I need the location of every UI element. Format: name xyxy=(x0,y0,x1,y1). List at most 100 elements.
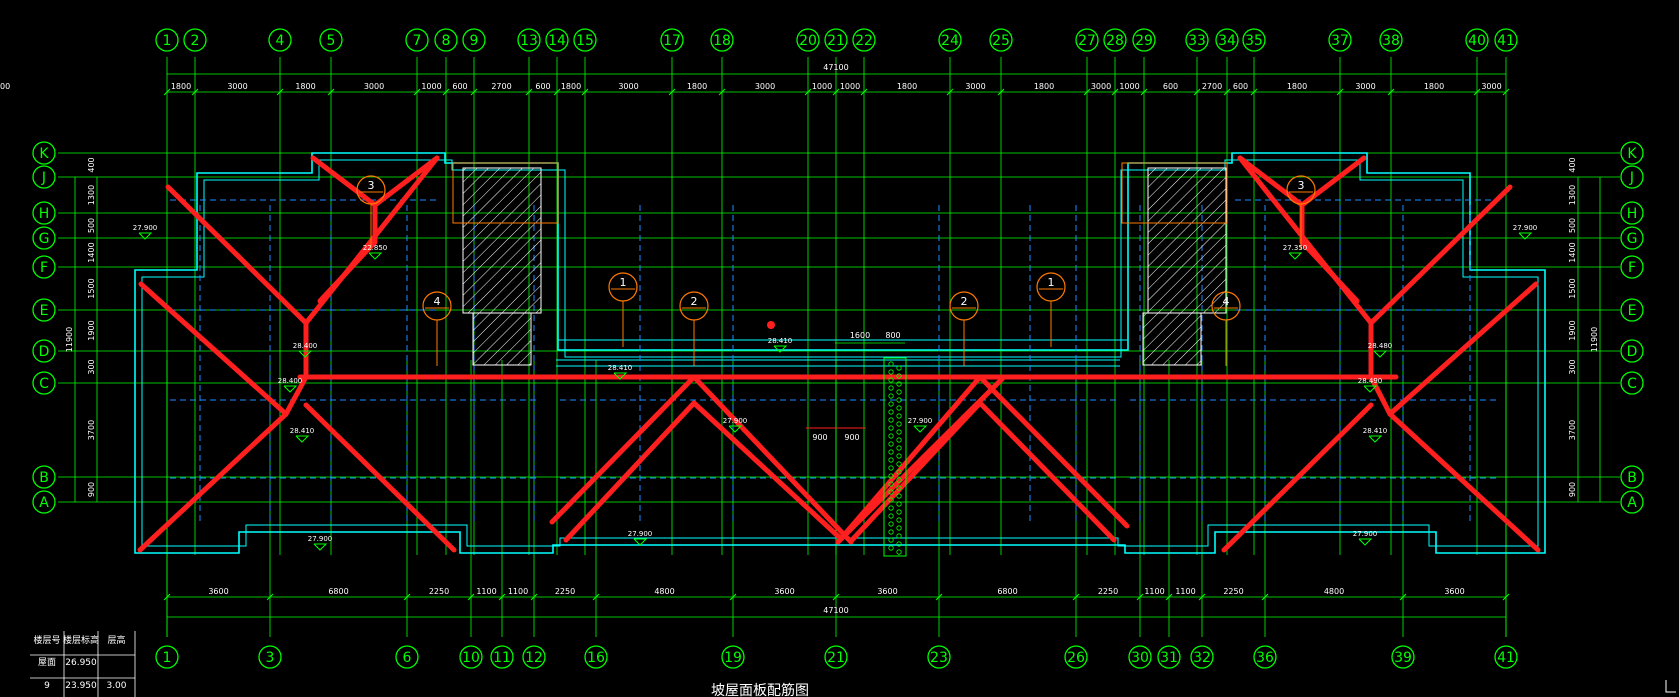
level-labels: 27.90022.85028.40027.90028.40027.90027.3… xyxy=(133,224,1538,551)
center-strip-dot xyxy=(896,501,902,507)
level-value: 27.900 xyxy=(133,224,158,232)
axis-bubble-right-F-circle xyxy=(1620,255,1644,279)
axis-bubble-top-5-circle xyxy=(319,28,343,52)
bottom-dim-tick-4 xyxy=(498,593,506,601)
axis-bubble-right-K-label: K xyxy=(1627,146,1637,162)
table-cell-0-1: 26.950 xyxy=(65,658,97,668)
axis-bubble-left-B: B xyxy=(32,465,56,489)
axis-bubble-left-K-label: K xyxy=(39,146,49,162)
section-mark-6: 2 xyxy=(679,291,709,366)
section-mark-1: 3 xyxy=(1286,175,1316,250)
top-dim-tick-15 xyxy=(946,88,954,96)
axis-bubble-top-25-circle xyxy=(989,28,1013,52)
axis-bubble-top-29: 29 xyxy=(1132,28,1156,52)
axis-bubble-top-14-label: 14 xyxy=(548,33,566,49)
axis-bubble-bottom-41-label: 41 xyxy=(1497,650,1515,666)
axis-bubble-top-17-circle xyxy=(660,28,684,52)
axis-bubble-top-18-circle xyxy=(710,28,734,52)
ridge-point xyxy=(767,321,775,329)
level-label-6: 27.350 xyxy=(1283,244,1307,260)
top-dim-tick-1 xyxy=(191,88,199,96)
axis-bubble-bottom-21-label: 21 xyxy=(827,650,845,666)
bottom-dim-label-4: 1100 xyxy=(508,587,528,596)
level-value: 27.900 xyxy=(1353,530,1378,538)
center-strip-dot xyxy=(888,537,894,543)
top-dim-label-12: 1000 xyxy=(812,82,832,91)
axis-bubble-bottom-6-label: 6 xyxy=(403,650,412,666)
ridge-line-31 xyxy=(1299,239,1360,304)
center-strip-dot xyxy=(888,457,894,463)
section-mark-4: 1 xyxy=(608,272,638,347)
axis-bubble-bottom-32-label: 32 xyxy=(1193,650,1211,666)
bottom-dim-tick-0 xyxy=(163,593,171,601)
axis-bubble-right-K-circle xyxy=(1620,141,1644,165)
top-overall-dim: 47100 xyxy=(823,63,848,72)
axis-bubble-top-40-circle xyxy=(1465,28,1489,52)
stair-block-1 xyxy=(472,312,532,366)
axis-bubble-right-G-label: G xyxy=(1627,231,1638,247)
table-cell-1-2: 3.00 xyxy=(106,681,126,691)
bottom-dim-tick-12 xyxy=(1165,593,1173,601)
left-dim-label-6: 300 xyxy=(87,359,96,374)
axis-bubble-bottom-1-label: 1 xyxy=(163,650,172,666)
bottom-dim-tick-6 xyxy=(592,593,600,601)
axis-bubble-top-15-circle xyxy=(573,28,597,52)
center-strip-dot xyxy=(896,525,902,531)
axis-bubble-bottom-3-label: 3 xyxy=(266,650,275,666)
axis-bubble-right-C-label: C xyxy=(1627,376,1637,392)
axis-bubble-top-1: 1 xyxy=(155,28,179,52)
level-value: 27.900 xyxy=(1513,224,1538,232)
level-value: 28.410 xyxy=(768,337,793,345)
level-label-14: 27.900 xyxy=(1353,530,1378,546)
table-header-1: 楼层标高 xyxy=(63,634,99,646)
axis-bubble-top-4: 4 xyxy=(268,28,292,52)
center-strip-dot xyxy=(896,461,902,467)
bottom-dim-label-1: 6800 xyxy=(328,587,348,596)
level-triangle xyxy=(613,372,628,380)
top-dim-tick-20 xyxy=(1193,88,1201,96)
top-dim-label-18: 1000 xyxy=(1119,82,1139,91)
section-mark-number: 4 xyxy=(434,295,441,308)
center-strip-dot xyxy=(888,385,894,391)
level-label-1: 22.850 xyxy=(363,244,387,260)
axis-bubble-right-D: D xyxy=(1620,339,1644,363)
center-strip-dot xyxy=(888,377,894,383)
section-mark-number: 3 xyxy=(368,179,375,192)
ridge-line-14 xyxy=(563,400,697,543)
top-dim-tick-9 xyxy=(581,88,589,96)
axis-bubble-bottom-30: 30 xyxy=(1128,645,1152,669)
axis-bubble-right-C: C xyxy=(1620,371,1644,395)
top-dim-label-17: 3000 xyxy=(1091,82,1111,91)
stair-block-2 xyxy=(1147,167,1227,314)
center-small-2: 900 xyxy=(844,433,859,442)
top-dim-tick-11 xyxy=(718,88,726,96)
section-mark-3: 4 xyxy=(1211,291,1241,366)
left-dim-label-0: 400 xyxy=(87,157,96,172)
center-strip-dot xyxy=(896,365,902,371)
axis-bubble-top-37-circle xyxy=(1328,28,1352,52)
ridge-line-17 xyxy=(977,374,1130,529)
bottom-dim-tick-8 xyxy=(832,593,840,601)
left-dim-label-5: 1900 xyxy=(87,320,96,340)
level-triangle xyxy=(913,425,928,433)
outline-inner xyxy=(141,159,1539,547)
level-value: 28.410 xyxy=(608,364,633,372)
axis-bubble-right-E-circle xyxy=(1620,298,1644,322)
ridge-line-16 xyxy=(835,374,983,545)
axis-bubble-top-20-circle xyxy=(796,28,820,52)
axis-bubble-bottom-23-label: 23 xyxy=(930,650,948,666)
axis-bubble-left-D-label: D xyxy=(39,344,50,360)
axis-bubble-left-J-circle xyxy=(32,165,56,189)
right-dim-label-1: 1300 xyxy=(1568,185,1577,205)
center-strip-dot xyxy=(896,389,902,395)
ridge-line-21 xyxy=(1368,184,1513,326)
bottom-dim-tick-15 xyxy=(1399,593,1407,601)
bottom-dim-label-14: 4800 xyxy=(1324,587,1344,596)
ridge-line-4 xyxy=(283,374,309,417)
level-value: 28.410 xyxy=(290,427,315,435)
right-dim-label-2: 500 xyxy=(1568,218,1577,233)
axis-bubble-top-27-label: 27 xyxy=(1078,33,1096,49)
axis-bubble-top-20: 20 xyxy=(796,28,820,52)
top-dim-tick-13 xyxy=(832,88,840,96)
